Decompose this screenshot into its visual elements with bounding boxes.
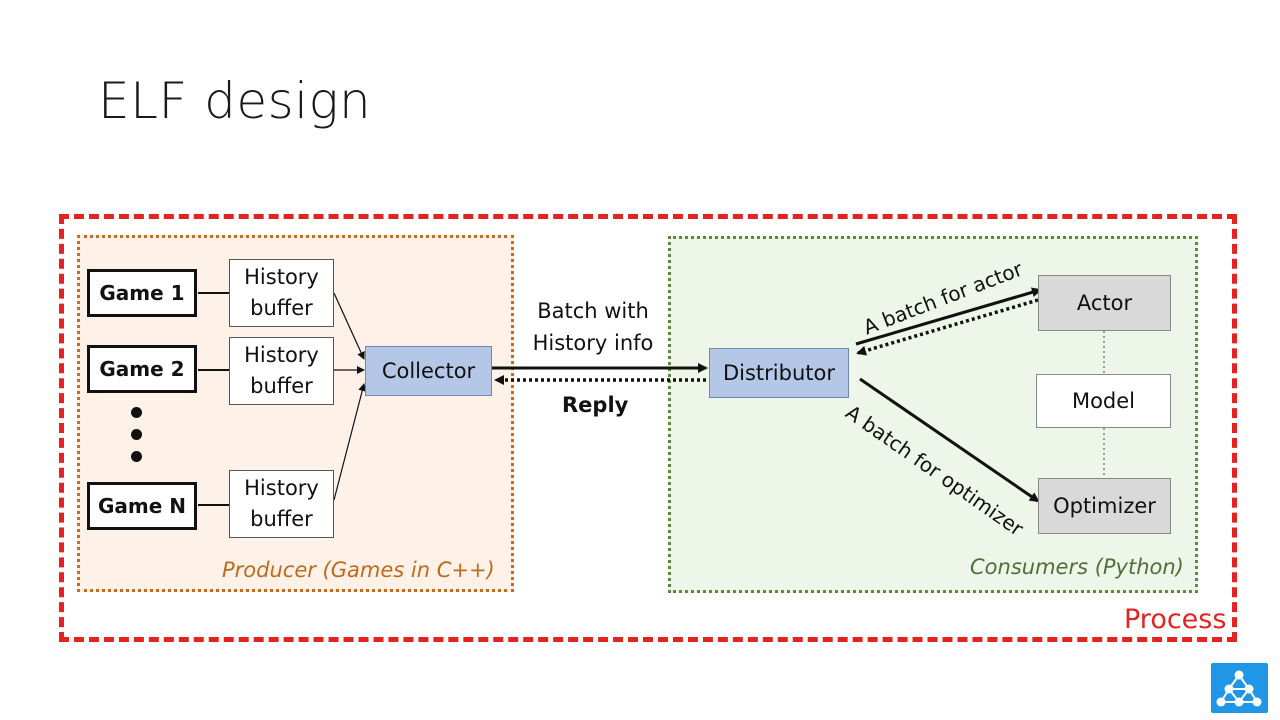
producer-label: Producer (Games in C++)	[222, 558, 495, 582]
actor-batch-arrow	[855, 287, 1042, 346]
network-logo-graphic	[1216, 670, 1262, 707]
optimizer-node: Optimizer	[1038, 478, 1171, 534]
batch-label-line1: Batch with	[537, 299, 649, 323]
reply-label: Reply	[562, 393, 629, 417]
history-buffer-line2: buffer	[250, 507, 313, 531]
history-buffer-3: History buffer	[229, 470, 334, 538]
game-n-node: Game N	[87, 482, 197, 530]
process-container	[59, 214, 1237, 642]
optimizer-batch-arrow	[859, 377, 1040, 503]
actor-node: Actor	[1038, 275, 1171, 331]
model-node: Model	[1036, 374, 1171, 428]
consumer-label: Consumers (Python)	[970, 555, 1184, 579]
buffer1-collector-arrow	[333, 292, 365, 360]
ellipsis-dot	[131, 407, 142, 418]
buffer3-collector-arrow	[333, 383, 367, 501]
collector-node: Collector	[365, 346, 492, 396]
game-1-node: Game 1	[87, 269, 197, 317]
network-logo-icon	[1211, 663, 1268, 713]
history-buffer-line1: History	[244, 265, 319, 289]
ellipsis-dot	[131, 451, 142, 462]
batch-label: Batch with History info	[528, 295, 658, 359]
history-buffer-1: History buffer	[229, 259, 334, 327]
slide-title: ELF design	[98, 72, 372, 130]
history-buffer-line1: History	[244, 476, 319, 500]
batch-label-line2: History info	[532, 331, 654, 355]
history-buffer-line1: History	[244, 343, 319, 367]
game-2-node: Game 2	[87, 345, 197, 393]
actor-reply-arrow	[856, 298, 1039, 356]
history-buffer-line2: buffer	[250, 296, 313, 320]
history-buffer-line2: buffer	[250, 374, 313, 398]
ellipsis-dot	[131, 429, 142, 440]
history-buffer-2: History buffer	[229, 337, 334, 405]
process-label: Process	[1124, 604, 1227, 635]
distributor-node: Distributor	[709, 348, 849, 398]
